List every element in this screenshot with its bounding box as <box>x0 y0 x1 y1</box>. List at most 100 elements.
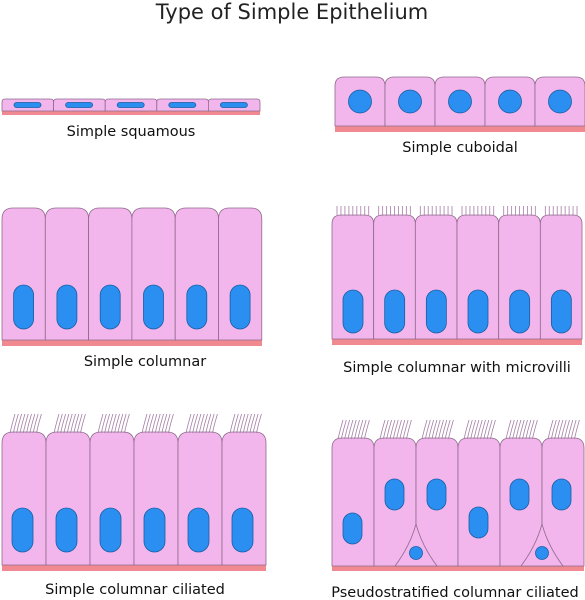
cilium <box>406 419 412 440</box>
nucleus <box>467 289 489 334</box>
nucleus <box>468 506 489 539</box>
cilium <box>560 419 567 440</box>
cilium <box>574 419 580 440</box>
cilium <box>431 419 438 440</box>
nucleus <box>348 89 372 114</box>
nucleus <box>448 89 472 114</box>
cilium <box>144 413 151 434</box>
cilium <box>22 413 29 434</box>
cilium <box>444 419 451 440</box>
cilium <box>107 413 114 434</box>
cilium <box>80 413 86 434</box>
cilium <box>480 419 486 440</box>
cilium <box>148 413 154 434</box>
nucleus <box>342 289 364 334</box>
cilium <box>528 419 535 440</box>
nucleus <box>55 507 78 553</box>
cilium <box>252 413 259 434</box>
cilium <box>399 419 406 440</box>
squamous-cells <box>1 98 261 115</box>
cuboidal-cells <box>334 76 585 132</box>
cilium <box>532 419 538 440</box>
cilium <box>212 413 218 434</box>
cilium <box>19 413 26 434</box>
cilium <box>463 419 470 440</box>
panel-simple-cuboidal: Simple cuboidal <box>334 76 585 156</box>
cilium <box>141 413 148 434</box>
cilium <box>438 419 444 440</box>
cilium <box>547 419 554 440</box>
cilium <box>124 413 130 434</box>
cilium <box>421 419 428 440</box>
basement-membrane <box>332 566 584 571</box>
nucleus <box>384 289 406 334</box>
cilium <box>158 413 164 434</box>
nucleus <box>187 507 210 553</box>
basement-membrane <box>335 126 585 132</box>
cilium <box>205 413 212 434</box>
nucleus <box>498 89 522 114</box>
cilium <box>564 419 570 440</box>
nucleus <box>99 284 121 330</box>
cilium <box>357 419 364 440</box>
diagram-title: Type of Simple Epithelium <box>155 0 429 24</box>
cilium <box>32 413 39 434</box>
cilium <box>97 413 104 434</box>
cilium <box>512 419 518 440</box>
cilium <box>120 413 127 434</box>
cilium <box>392 419 399 440</box>
pseudostratified-cells <box>331 419 585 571</box>
cilium <box>242 413 249 434</box>
cilium <box>56 413 63 434</box>
cilium <box>424 419 431 440</box>
cilium <box>12 413 19 434</box>
cilium <box>428 419 434 440</box>
microvilli-cells <box>331 206 583 345</box>
cilium <box>66 413 73 434</box>
cilium <box>100 413 107 434</box>
cilium <box>525 419 532 440</box>
basal-cell <box>520 522 564 567</box>
nucleus <box>551 478 572 511</box>
nucleus <box>229 284 251 330</box>
cilium <box>340 419 347 440</box>
cilium <box>249 413 256 434</box>
cilium <box>151 413 158 434</box>
pseudostratified-cell <box>331 437 375 567</box>
cilium <box>396 419 402 440</box>
cilium <box>104 413 110 434</box>
nucleus <box>116 102 145 108</box>
basal-cell <box>394 522 438 567</box>
cilium <box>557 419 564 440</box>
cilium <box>360 419 367 440</box>
nucleus <box>425 289 447 334</box>
cilium <box>473 419 480 440</box>
cilium <box>337 419 344 440</box>
cilium <box>195 413 202 434</box>
nucleus <box>219 102 248 108</box>
cilium <box>490 419 496 440</box>
cilium <box>434 419 441 440</box>
pseudostratified-cell <box>457 437 501 567</box>
cilium <box>236 413 242 434</box>
cilium <box>168 413 174 434</box>
nucleus <box>409 546 423 560</box>
cilium <box>9 413 16 434</box>
cilium <box>508 419 515 440</box>
cilium <box>518 419 525 440</box>
basement-membrane <box>2 565 266 571</box>
cilium <box>29 413 36 434</box>
nucleus <box>342 512 363 545</box>
cilium <box>73 413 80 434</box>
cilium <box>246 413 252 434</box>
cilium <box>554 419 560 440</box>
label-simple-cuboidal: Simple cuboidal <box>402 140 518 156</box>
panel-simple-columnar-ciliated: Simple columnar ciliated <box>1 413 267 598</box>
basement-membrane <box>332 339 582 345</box>
cilium <box>63 413 70 434</box>
label-pseudostratified-columnar-ciliated: Pseudostratified columnar ciliated <box>331 585 578 600</box>
cilium <box>550 419 557 440</box>
cilium <box>476 419 483 440</box>
ciliated-cells <box>1 413 267 571</box>
cilium <box>350 419 357 440</box>
